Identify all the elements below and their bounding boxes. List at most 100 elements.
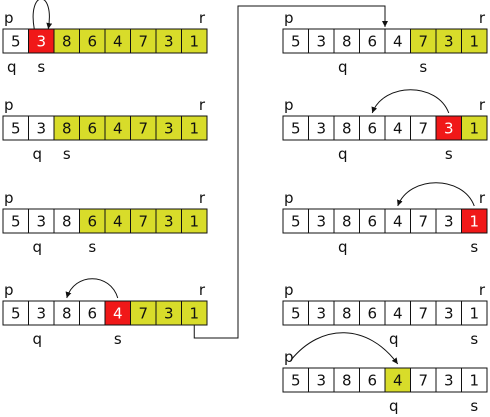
pointer-q: q xyxy=(338,145,348,163)
cell-value: 4 xyxy=(393,33,403,51)
flow-connector-arrow xyxy=(193,5,388,339)
array-cell: 6 xyxy=(79,208,106,234)
array-cell: 6 xyxy=(79,300,106,326)
cell-box-w xyxy=(359,367,386,393)
array-cell: 3 xyxy=(155,28,182,54)
array-cell: 6 xyxy=(79,28,106,54)
cell-value: 3 xyxy=(164,213,174,231)
array-cell: 5 xyxy=(282,115,309,141)
array-cell: 1 xyxy=(181,300,208,326)
cell-value: 7 xyxy=(418,213,428,231)
cell-box-w xyxy=(282,208,309,234)
cell-box-w xyxy=(308,300,335,326)
pointer-p: p xyxy=(4,9,14,27)
cell-box-y xyxy=(155,115,182,141)
cell-box-red xyxy=(435,115,462,141)
array-cell: 7 xyxy=(410,300,437,326)
array-cell: 8 xyxy=(53,300,80,326)
cell-value: 1 xyxy=(189,120,199,138)
cell-value: 3 xyxy=(36,305,46,323)
cell-box-w xyxy=(384,208,411,234)
cell-value: 7 xyxy=(138,33,148,51)
array-cell: 3 xyxy=(435,115,462,141)
cell-value: 5 xyxy=(11,213,21,231)
cell-value: 5 xyxy=(291,213,301,231)
pointer-s: s xyxy=(88,238,96,256)
pointer-p: p xyxy=(4,281,14,299)
cell-value: 8 xyxy=(62,305,72,323)
cell-value: 3 xyxy=(444,120,454,138)
array-cell: 5 xyxy=(2,28,29,54)
cell-value: 8 xyxy=(342,120,352,138)
cell-value: 4 xyxy=(113,213,123,231)
array-cell: 3 xyxy=(308,367,335,393)
cell-value: 8 xyxy=(342,372,352,390)
pointer-q: q xyxy=(389,330,399,348)
cell-value: 3 xyxy=(164,33,174,51)
pointer-r: r xyxy=(479,281,486,299)
cell-value: 8 xyxy=(62,213,72,231)
array-cell: 5 xyxy=(2,208,29,234)
array-cell: 3 xyxy=(28,28,55,54)
cell-value: 1 xyxy=(469,213,479,231)
cell-box-w xyxy=(359,115,386,141)
cell-box-w xyxy=(410,208,437,234)
cell-box-w xyxy=(28,208,55,234)
array-cell: 8 xyxy=(333,300,360,326)
array-cell: 8 xyxy=(333,367,360,393)
cell-value: 8 xyxy=(342,213,352,231)
array-cell: 6 xyxy=(359,367,386,393)
pointer-s: s xyxy=(37,58,45,76)
pointer-r: r xyxy=(479,189,486,207)
cell-box-w xyxy=(53,208,80,234)
cell-value: 1 xyxy=(469,33,479,51)
array-cell: 5 xyxy=(282,367,309,393)
cell-value: 3 xyxy=(316,120,326,138)
cell-box-w xyxy=(308,115,335,141)
array-cell: 3 xyxy=(435,367,462,393)
cell-box-y xyxy=(53,115,80,141)
cell-value: 4 xyxy=(113,120,123,138)
cell-box-y xyxy=(155,208,182,234)
swap-arrow xyxy=(65,278,119,299)
cell-box-w xyxy=(359,28,386,54)
cell-value: 3 xyxy=(164,305,174,323)
cell-value: 3 xyxy=(444,33,454,51)
cell-value: 6 xyxy=(87,33,97,51)
cell-value: 5 xyxy=(291,372,301,390)
pointer-q: q xyxy=(389,397,399,415)
cell-box-y xyxy=(435,28,462,54)
array-cell: 5 xyxy=(282,28,309,54)
array-cell: 3 xyxy=(308,115,335,141)
cell-box-red xyxy=(104,300,131,326)
cell-value: 3 xyxy=(36,213,46,231)
cell-value: 4 xyxy=(393,213,403,231)
array-cell: 7 xyxy=(130,300,157,326)
array-cell: 4 xyxy=(104,208,131,234)
cell-value: 6 xyxy=(367,213,377,231)
array-cell: 8 xyxy=(53,115,80,141)
pointer-s: s xyxy=(470,330,478,348)
array-cell: 3 xyxy=(155,300,182,326)
cell-box-w xyxy=(435,208,462,234)
cell-box-w xyxy=(308,208,335,234)
array-cell: 3 xyxy=(435,28,462,54)
cell-box-w xyxy=(2,208,29,234)
array-cell: 4 xyxy=(384,367,411,393)
cell-box-y xyxy=(130,300,157,326)
cell-box-w xyxy=(2,115,29,141)
pointer-p: p xyxy=(284,96,294,114)
cell-value: 3 xyxy=(444,372,454,390)
cell-value: 7 xyxy=(418,120,428,138)
cell-box-red xyxy=(461,208,488,234)
array-cell: 3 xyxy=(28,208,55,234)
pointer-r: r xyxy=(199,189,206,207)
array-cell: 7 xyxy=(410,208,437,234)
cell-value: 1 xyxy=(469,372,479,390)
cell-value: 7 xyxy=(138,305,148,323)
cell-value: 1 xyxy=(189,213,199,231)
